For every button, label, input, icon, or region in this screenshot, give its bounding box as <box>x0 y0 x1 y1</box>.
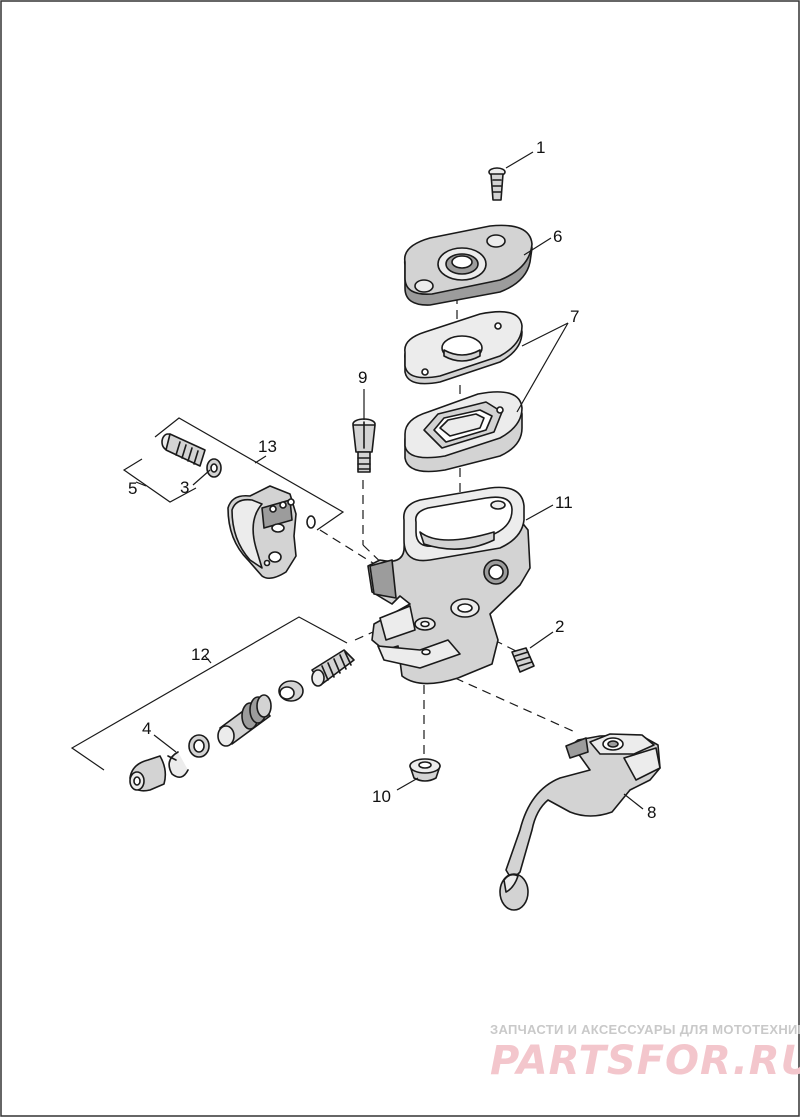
part-3-washer <box>206 458 222 478</box>
callout-3: 3 <box>180 478 189 497</box>
callout-2: 2 <box>555 617 564 636</box>
part-13-clamp <box>227 485 297 580</box>
callout-labels: 1 2 3 4 5 6 7 8 9 10 11 12 13 <box>128 138 656 822</box>
leader-lines <box>70 151 644 810</box>
part-11-master-cylinder-body <box>367 486 531 685</box>
callout-7: 7 <box>570 307 579 326</box>
part-12-cup-seal <box>278 680 304 702</box>
callout-1: 1 <box>536 138 545 157</box>
part-4-retaining-ring <box>167 751 189 778</box>
callout-5: 5 <box>128 479 137 498</box>
callout-10: 10 <box>372 787 391 806</box>
part-9-pivot-pin <box>352 418 376 473</box>
part-13-bolt <box>161 433 206 467</box>
callout-6: 6 <box>553 227 562 246</box>
callout-11: 11 <box>555 493 573 512</box>
watermark-brand: PARTSFOR.RU <box>490 1038 800 1084</box>
clamp-o-ring <box>306 515 316 529</box>
part-12-piston <box>217 694 272 747</box>
part-6-reservoir-cover <box>403 224 533 306</box>
watermark-tagline: ЗАПЧАСТИ И АКСЕССУАРЫ ДЛЯ МОТОТЕХНИКИ <box>490 1022 800 1037</box>
callout-9: 9 <box>358 368 367 387</box>
part-1-cover-screw <box>488 167 506 201</box>
part-8-clutch-lever <box>499 733 661 911</box>
part-10-pivot-bushing <box>409 758 441 782</box>
part-7-diaphragm-plate <box>404 310 523 385</box>
part-2-set-screw <box>511 647 535 673</box>
part-12-spring <box>311 649 355 687</box>
watermark: ЗАПЧАСТИ И АКСЕССУАРЫ ДЛЯ МОТОТЕХНИКИ PA… <box>490 1022 800 1084</box>
callout-4: 4 <box>142 719 151 738</box>
part-12-washer <box>188 734 210 758</box>
part-12-boot <box>129 755 167 792</box>
callout-12: 12 <box>191 645 210 664</box>
part-7-diaphragm-boot <box>404 391 523 473</box>
callout-13: 13 <box>258 437 277 456</box>
callout-8: 8 <box>647 803 656 822</box>
